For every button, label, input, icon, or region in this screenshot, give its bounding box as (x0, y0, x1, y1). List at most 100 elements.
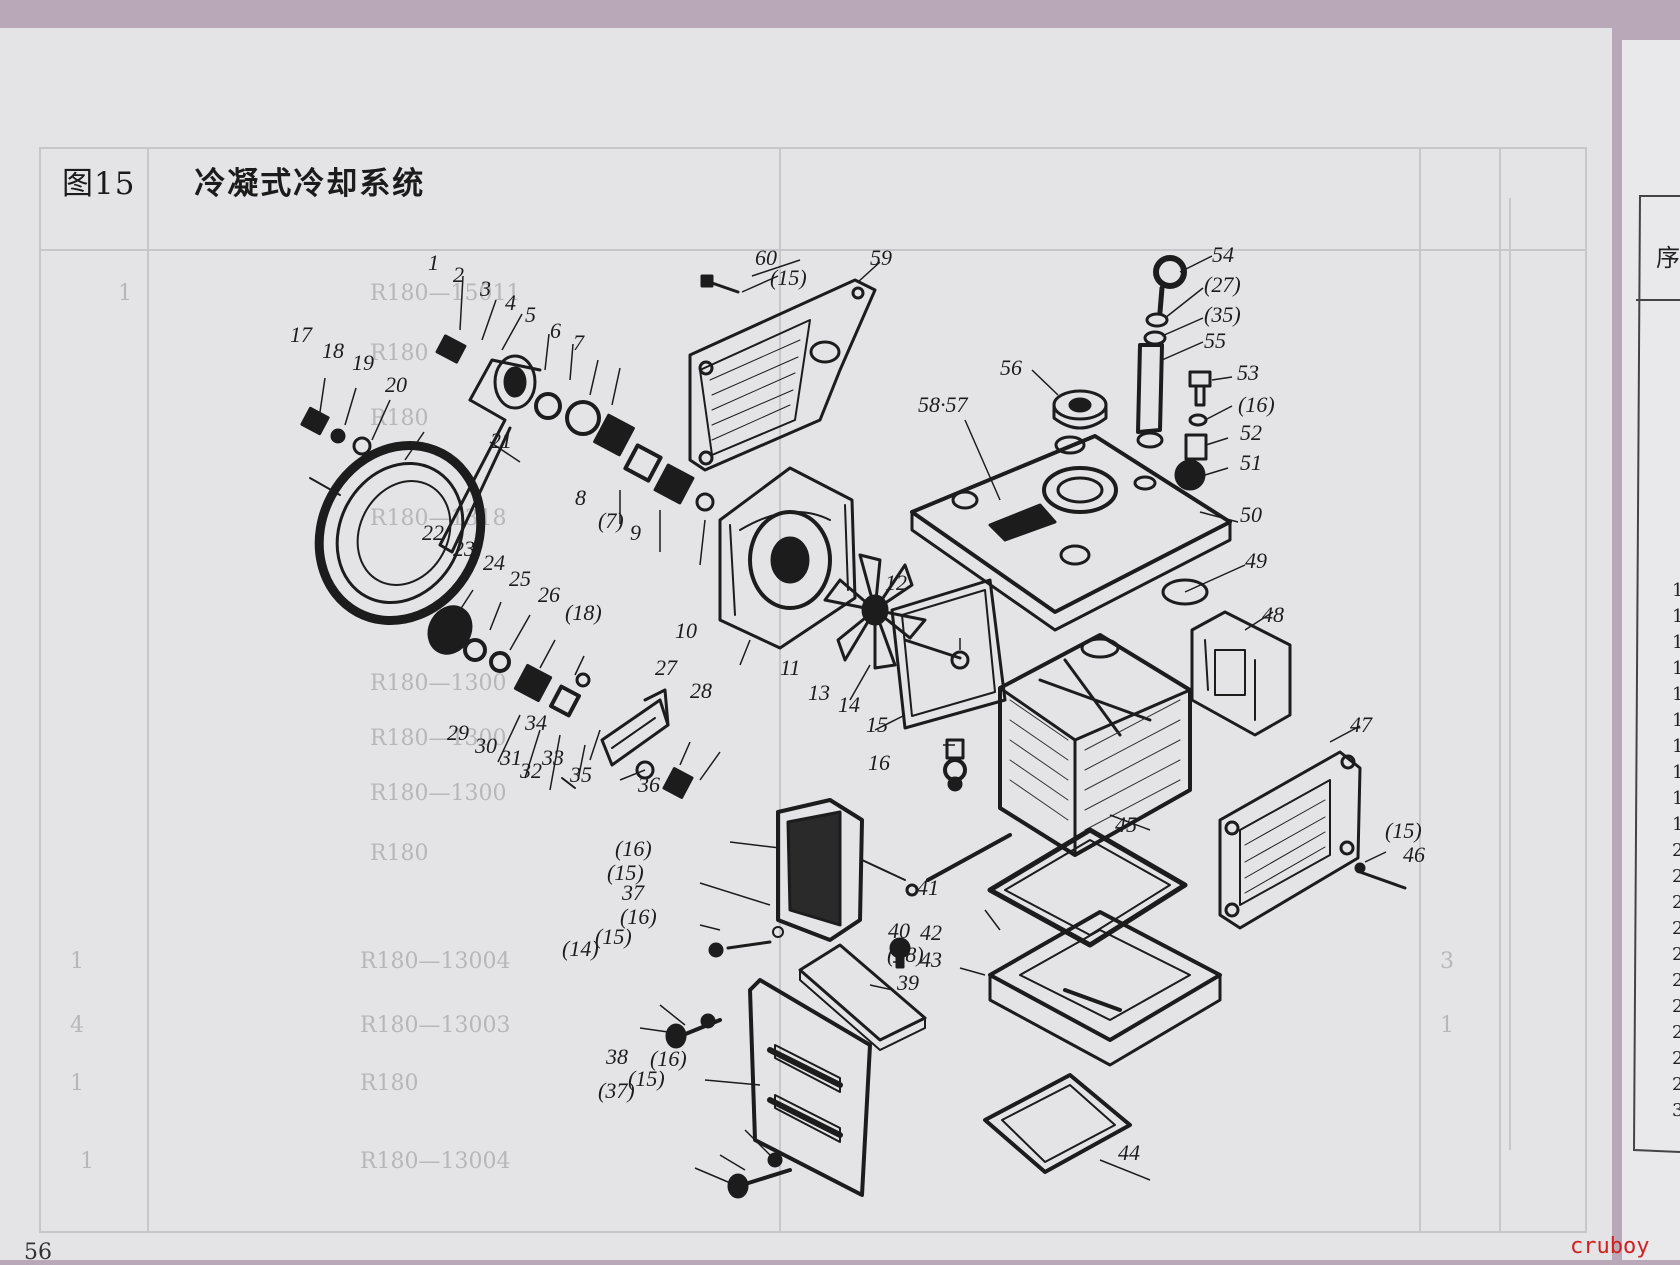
page-number: 56 (24, 1240, 52, 1265)
part-label: 51 (1240, 450, 1262, 475)
next-page-row-number: 3 (1672, 1100, 1680, 1121)
part-label: (18) (887, 942, 924, 967)
next-page-row-number: 1 (1672, 814, 1680, 835)
part-label: 12 (885, 570, 907, 595)
part-label: 29 (447, 720, 469, 745)
part-label: 54 (1212, 242, 1234, 267)
background-table-text: R180 (370, 841, 429, 866)
background-table-text: 1 (70, 949, 84, 974)
background-table-text: R180 (370, 406, 429, 431)
part-label: 33 (541, 745, 564, 770)
background-table-text: 1 (1440, 1013, 1454, 1038)
tube-55 (1136, 255, 1187, 449)
watermark: cruboy (1570, 1234, 1650, 1259)
tank-cover-50 (910, 434, 1232, 632)
rod-41 (905, 833, 1012, 897)
part-label: 18 (322, 338, 344, 363)
part-label: 27 (655, 655, 678, 680)
part-label: 22 (422, 520, 444, 545)
part-label: (15) (1385, 818, 1422, 843)
leader-lines (319, 255, 1387, 1186)
next-page-edge (1622, 40, 1680, 1260)
next-page-row-number: 1 (1672, 658, 1680, 679)
part-label: (7) (598, 508, 624, 533)
small-bolts (665, 738, 1366, 1199)
shaft-parts-lower (427, 605, 694, 799)
background-table-text: R180 (370, 341, 429, 366)
part-label: 25 (509, 566, 531, 591)
figure-number: 图15 (62, 166, 136, 202)
part-label: (27) (1204, 272, 1241, 297)
part-label: 49 (1245, 548, 1267, 573)
background-table-text: R180 (360, 1071, 419, 1096)
part-label: (16) (650, 1046, 687, 1071)
part-label: 15 (866, 712, 888, 737)
part-label: 55 (1204, 328, 1226, 353)
part-label: 43 (920, 947, 942, 972)
manual-page (0, 28, 1612, 1260)
part-label: (15) (770, 265, 807, 290)
next-page-row-number: 1 (1672, 736, 1680, 757)
next-page-row-number: 1 (1672, 606, 1680, 627)
part-label: (15) (607, 860, 644, 885)
part-label: 4 (505, 290, 516, 315)
figure-name: 冷凝式冷却系统 (194, 166, 426, 202)
part-label: (16) (620, 904, 657, 929)
background-table-text: R180—1300 (370, 671, 507, 696)
part-label: 8 (575, 485, 586, 510)
part-label: 48 (1262, 602, 1284, 627)
part-label: 26 (538, 582, 560, 607)
part-label: 3 (479, 276, 491, 301)
arm-21 (438, 354, 542, 554)
part-label: 10 (675, 618, 697, 643)
part-label: 19 (352, 350, 374, 375)
part-label: 41 (917, 875, 939, 900)
background-table-text: 3 (1440, 949, 1454, 974)
shaft-parts-upper (300, 334, 715, 512)
cap-56 (1052, 389, 1108, 430)
part-label: 30 (474, 733, 497, 758)
part-label: 42 (920, 920, 942, 945)
part-label: 53 (1237, 360, 1259, 385)
bracket-39 (798, 943, 927, 1051)
part-label: (18) (565, 600, 602, 625)
fan-11 (823, 553, 927, 670)
plugs-51-53 (1174, 370, 1212, 491)
part-label: 39 (896, 970, 919, 995)
part-label: 9 (630, 520, 641, 545)
next-page-row-number: 2 (1672, 840, 1680, 861)
gasket-42 (987, 827, 1188, 948)
next-page-row-number: 2 (1672, 944, 1680, 965)
background-table-text: 4 (70, 1013, 84, 1038)
background-table-text: R180—1300 (370, 781, 507, 806)
background-table-text: 1 (118, 281, 132, 306)
part-label: (14) (562, 936, 599, 961)
part-label: 21 (490, 428, 512, 453)
next-page-row-number: 2 (1672, 1048, 1680, 1069)
background-table-text: R180—1300 (370, 726, 507, 751)
parts-drawing (300, 255, 1407, 1199)
background-table (39, 147, 1587, 1233)
pulley-20 (309, 441, 486, 625)
next-page-row-number: 1 (1672, 788, 1680, 809)
next-page-row-number: 1 (1672, 684, 1680, 705)
gasket-13 (890, 578, 1007, 730)
cover-plate-59 (688, 274, 877, 472)
part-label: (15) (595, 924, 632, 949)
part-label: 35 (569, 762, 592, 787)
part-label: 23 (453, 536, 475, 561)
part-label: 56 (1000, 355, 1022, 380)
part-label: (16) (1238, 392, 1275, 417)
next-page-row-number: 2 (1672, 918, 1680, 939)
part-label: 32 (519, 758, 542, 783)
part-label: 6 (550, 318, 561, 343)
next-page-row-number: 1 (1672, 632, 1680, 653)
part-label: 28 (690, 678, 712, 703)
part-label: 59 (870, 245, 892, 270)
figure-title: 图15 冷凝式冷却系统 (62, 158, 425, 203)
bracket-33 (600, 688, 670, 767)
part-label: 16 (868, 750, 890, 775)
background-table-text: 1 (80, 1149, 94, 1174)
background-table-text: R180—13003 (360, 1013, 511, 1038)
